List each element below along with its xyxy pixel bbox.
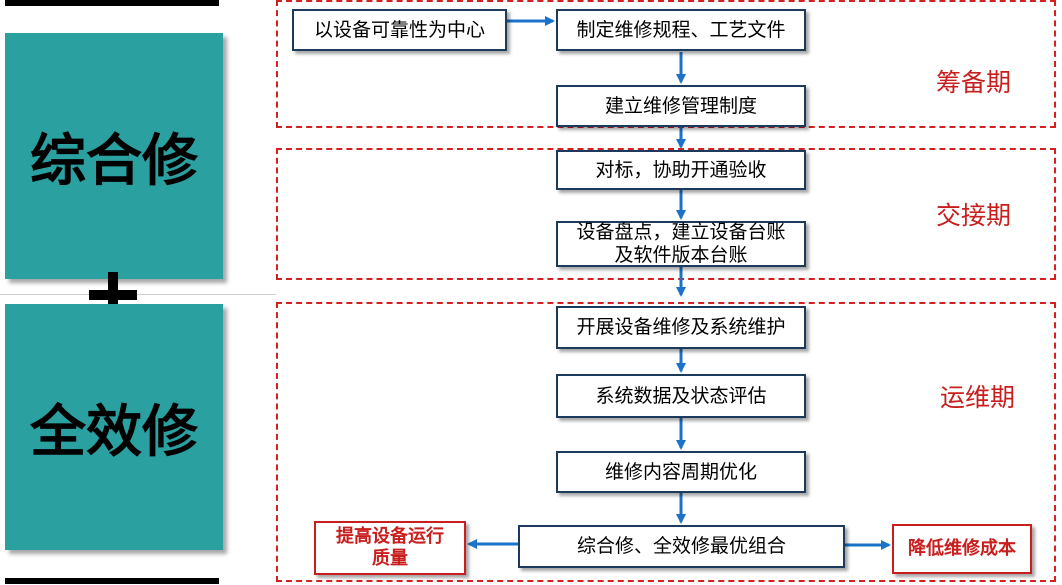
box-combination-text: 综合修、全效修最优组合 (576, 535, 786, 558)
box-management-system: 建立维修管理制度 (556, 85, 806, 127)
top-black-bar (5, 0, 219, 6)
box-evaluation: 系统数据及状态评估 (556, 374, 806, 418)
box-evaluation-text: 系统数据及状态评估 (595, 384, 767, 407)
box-optimization-text: 维修内容周期优化 (604, 460, 757, 483)
outcome-cost-text: 降低维修成本 (908, 538, 1016, 560)
box-maintenance: 开展设备维修及系统维护 (556, 306, 806, 349)
comprehensive-repair-label: 综合修 (30, 128, 198, 194)
outcome-cost: 降低维修成本 (892, 524, 1032, 574)
full-efficiency-repair-panel: 全效修 (5, 304, 223, 550)
box-inventory: 设备盘点，建立设备台账 及软件版本台账 (556, 221, 806, 267)
plus-icon-vertical (108, 272, 118, 316)
box-maintenance-text: 开展设备维修及系统维护 (576, 316, 786, 339)
box-rules-docs-text: 制定维修规程、工艺文件 (576, 18, 786, 41)
operation-phase-label: 运维期 (940, 383, 1016, 412)
outcome-quality: 提高设备运行 质量 (314, 521, 466, 575)
box-inventory-text-line2: 及软件版本台账 (614, 244, 748, 266)
box-combination: 综合修、全效修最优组合 (518, 525, 845, 568)
box-rules-docs: 制定维修规程、工艺文件 (556, 9, 806, 51)
outcome-quality-text-line1: 提高设备运行 (336, 526, 444, 548)
box-management-system-text: 建立维修管理制度 (604, 94, 757, 117)
box-optimization: 维修内容周期优化 (556, 451, 806, 493)
prep-phase-region (276, 0, 1056, 128)
comprehensive-repair-panel: 综合修 (5, 33, 223, 279)
box-benchmark-acceptance: 对标，协助开通验收 (556, 150, 806, 190)
outcome-quality-text-line2: 质量 (372, 548, 408, 569)
box-reliability-center-text: 以设备可靠性为中心 (313, 18, 485, 41)
bottom-black-bar (5, 578, 219, 584)
handover-phase-label: 交接期 (936, 201, 1012, 230)
operation-phase-region (276, 302, 1056, 582)
separator-line (0, 294, 276, 295)
box-benchmark-acceptance-text: 对标，协助开通验收 (595, 158, 767, 181)
full-efficiency-repair-label: 全效修 (30, 399, 198, 465)
box-reliability-center: 以设备可靠性为中心 (292, 9, 507, 51)
box-inventory-text-line1: 设备盘点，建立设备台账 (576, 221, 786, 244)
prep-phase-label: 筹备期 (936, 68, 1012, 97)
handover-phase-region (276, 148, 1056, 280)
